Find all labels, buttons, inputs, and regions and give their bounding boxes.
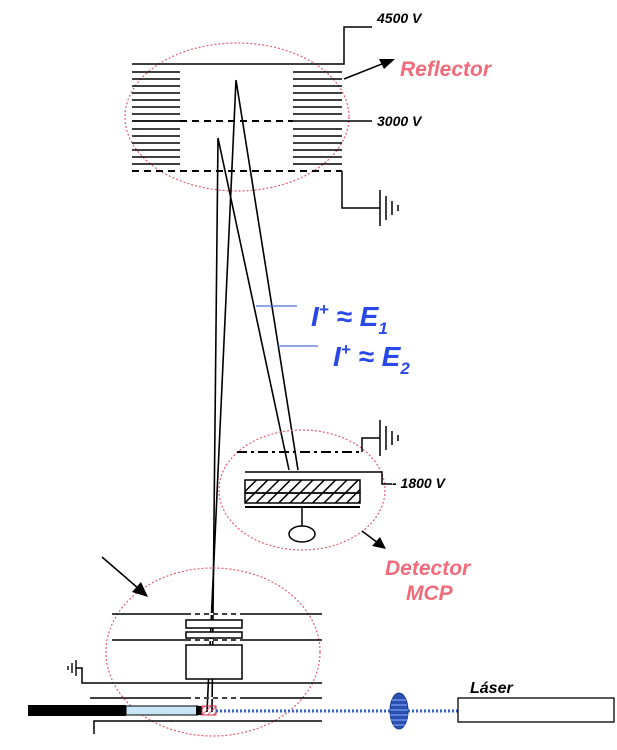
ion-trajectories	[206, 79, 299, 713]
source-highlight	[105, 567, 321, 737]
sample-spot	[201, 705, 217, 716]
detector-label: Detector	[385, 557, 472, 580]
trajectory-2	[211, 137, 290, 713]
laser-assembly	[216, 692, 615, 730]
reflector-top-electrode	[132, 26, 372, 65]
ion-source-assembly	[28, 556, 322, 737]
detector-arrow-line	[361, 530, 379, 544]
anode-connector	[288, 525, 316, 543]
reflector-right-stack	[293, 71, 342, 165]
voltage-label-3000: 3000 V	[377, 113, 423, 129]
voltage-label-1800: - 1800 V	[392, 475, 447, 491]
reflector-ground-lead	[341, 171, 380, 209]
trajectory-1	[206, 79, 299, 713]
ground-icon	[67, 660, 77, 676]
ion-label-e1: I+ ≈ E1	[311, 300, 388, 338]
einzel-lens-2	[185, 631, 243, 639]
laser-source-box	[457, 697, 615, 723]
mcp-plate-bottom	[244, 492, 361, 504]
detector-hv-lead	[362, 471, 392, 485]
detector-ground-lead	[361, 437, 380, 452]
lens-texture	[390, 699, 408, 726]
reflector-left-stack	[132, 71, 180, 165]
sample-plate	[125, 705, 199, 716]
einzel-lens-3	[185, 644, 243, 680]
detector-assembly	[218, 420, 399, 551]
detector-highlight	[218, 429, 386, 551]
reflector-highlight	[124, 42, 350, 192]
source-ground-lead	[76, 667, 90, 684]
laser-label: Láser	[470, 680, 513, 697]
ground-icon	[379, 190, 399, 226]
source-bottom-bracket	[93, 720, 322, 734]
sample-tip	[196, 706, 202, 715]
voltage-label-4500: 4500 V	[376, 10, 423, 26]
sample-rod	[28, 705, 126, 716]
mcp-label: MCP	[406, 582, 454, 605]
ion-label-e2: I+ ≈ E2	[333, 340, 410, 378]
mcp-plate-top	[244, 479, 361, 494]
einzel-lens-1	[185, 619, 243, 629]
reflector-arrow-head	[379, 59, 395, 69]
source-arrow-head	[132, 582, 148, 597]
reflector-label: Reflector	[400, 58, 493, 81]
focusing-lens	[389, 692, 409, 730]
reflector-assembly	[124, 26, 399, 226]
reflector-arrow-line	[343, 63, 383, 80]
detector-arrow-head	[372, 537, 386, 549]
ground-icon	[379, 420, 399, 456]
source-arrow-line	[101, 556, 140, 590]
